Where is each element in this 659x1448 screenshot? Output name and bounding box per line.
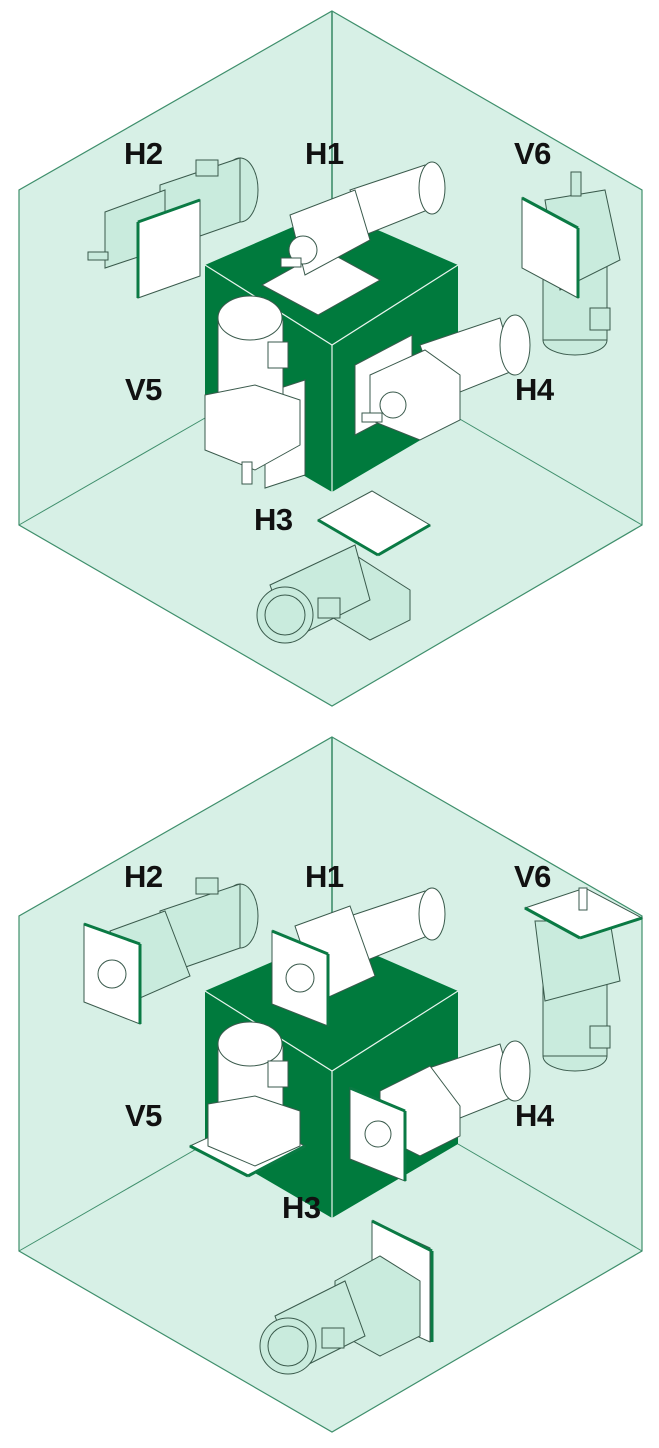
position-label-v5: V5 [125,372,162,407]
position-label-h4: H4 [515,1098,554,1133]
position-label-h1: H1 [305,859,344,894]
panel-flange-mounted: H2 H1 V6 V5 H4 H3 [0,726,659,1448]
position-label-h2: H2 [124,136,163,171]
gearmotor-v6 [521,171,621,356]
position-label-v6: V6 [514,136,551,171]
gearmotor-v5 [204,295,306,489]
gearmotor-h1 [260,161,446,316]
gearmotor-h4 [354,314,531,441]
gearmotor-h2 [87,157,259,299]
position-label-h1: H1 [305,136,344,171]
cube-diagram-flange [18,736,644,1433]
position-label-v6: V6 [514,859,551,894]
gearmotor-h4 [349,1040,531,1182]
cube-diagram-foot [18,10,643,707]
gearmotor-h3 [256,490,431,644]
position-label-v5: V5 [125,1098,162,1133]
position-label-h4: H4 [515,372,554,407]
gearmotor-h2 [83,877,259,1025]
gearmotor-v5 [188,1021,307,1178]
gearmotor-h1 [271,887,446,1027]
gearmotor-h3 [259,1219,434,1375]
gearmotor-v6 [523,887,644,1072]
position-label-h3: H3 [254,502,293,537]
position-label-h3: H3 [282,1190,321,1225]
panel-foot-mounted: H2 H1 V6 V5 H4 H3 [0,0,659,722]
position-label-h2: H2 [124,859,163,894]
